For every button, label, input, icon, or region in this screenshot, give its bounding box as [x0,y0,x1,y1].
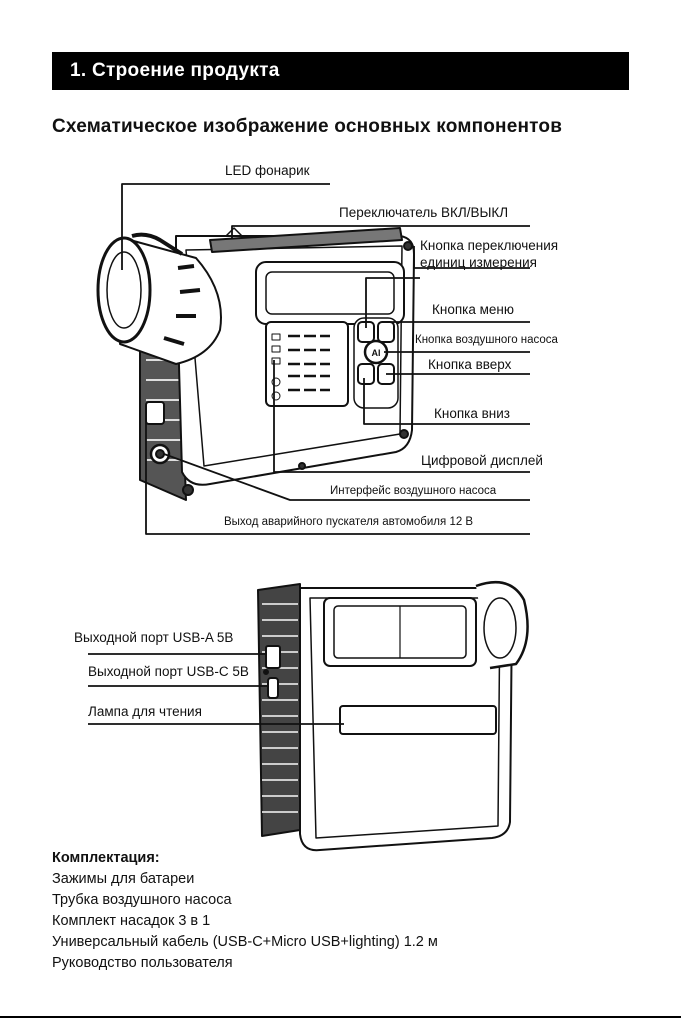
package-item: Трубка воздушного насоса [52,892,232,908]
package-title: Комплектация: [52,850,160,866]
package-item: Универсальный кабель (USB-C+Micro USB+li… [52,934,438,950]
digital-display [265,321,349,407]
label-on-off-switch: Переключатель ВКЛ/ВЫКЛ [339,205,509,220]
section-title: 1. Строение продукта [70,60,280,81]
label-up-button: Кнопка вверх [428,357,512,372]
label-pump-button: Кнопка воздушного насоса [415,334,558,346]
label-reading-lamp: Лампа для чтения [88,704,202,719]
back-device-body [257,581,529,852]
section-banner: 1. Строение продукта [52,52,629,90]
package-contents: Комплектация: Зажимы для батареи Трубка … [52,848,438,974]
footer-rule [0,1016,681,1018]
led-flashlight [96,232,222,365]
page-subtitle: Схематическое изображение основных компо… [52,116,563,137]
side-ports [145,401,171,465]
label-digital-display: Цифровой дисплей [421,453,543,468]
package-item: Зажимы для батареи [52,871,195,887]
label-unit-switch-line1: Кнопка переключения [420,238,559,253]
control-buttons [353,317,399,409]
label-menu-button: Кнопка меню [432,302,514,317]
label-unit-switch-line2: единиц измерения [420,255,537,270]
pump-key-marking: AI [372,348,381,358]
package-item: Комплект насадок 3 в 1 [52,913,211,929]
label-usb-a-port: Выходной порт USB-A 5В [74,630,234,645]
package-item: Руководство пользователя [52,955,233,971]
front-leader-lines [121,183,530,535]
label-usb-c-port: Выходной порт USB-C 5В [88,664,249,679]
label-pump-interface: Интерфейс воздушного насоса [330,485,497,497]
label-led-flashlight: LED фонарик [225,163,310,178]
label-down-button: Кнопка вниз [434,406,510,421]
label-jump-starter-output: Выход аварийного пускателя автомобиля 12… [224,516,474,528]
back-leader-lines [88,653,344,725]
